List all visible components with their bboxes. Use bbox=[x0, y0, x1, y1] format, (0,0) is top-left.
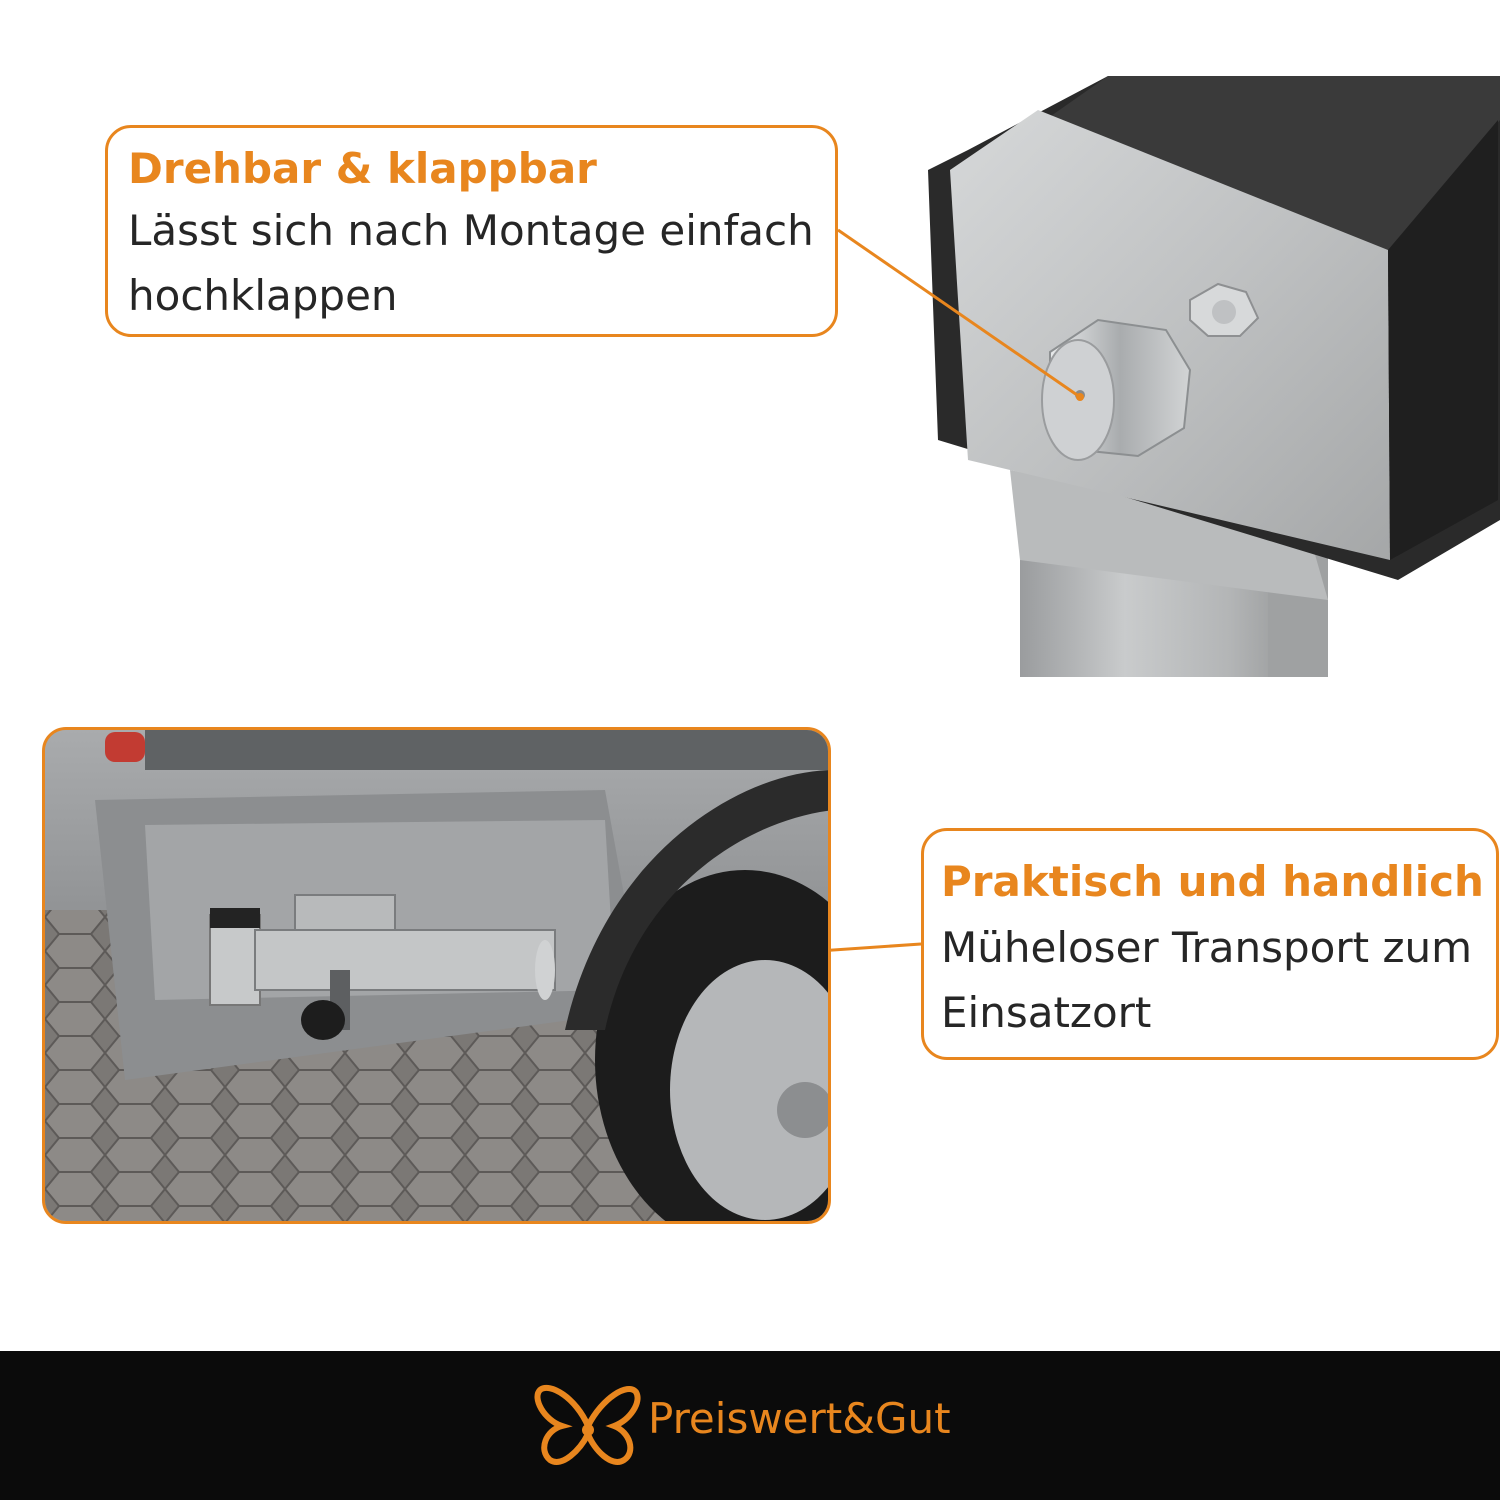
product-closeup-photo bbox=[928, 76, 1500, 677]
butterfly-logo-icon bbox=[534, 1385, 641, 1465]
brand-name: Preiswert&Gut bbox=[648, 1394, 951, 1443]
footer-bar bbox=[0, 1351, 1500, 1500]
callout-praktisch: Praktisch und handlich Müheloser Transpo… bbox=[921, 828, 1499, 1060]
callout-body: Lässt sich nach Montage einfach hochklap… bbox=[128, 206, 814, 321]
callout-drehbar: Drehbar & klappbar Lässt sich nach Monta… bbox=[105, 125, 838, 337]
callout-body: Müheloser Transport zum Einsatzort bbox=[941, 923, 1473, 1038]
callout-heading: Praktisch und handlich bbox=[941, 857, 1484, 906]
callout-heading: Drehbar & klappbar bbox=[128, 144, 597, 193]
trailer-mounted-photo bbox=[42, 727, 831, 1224]
